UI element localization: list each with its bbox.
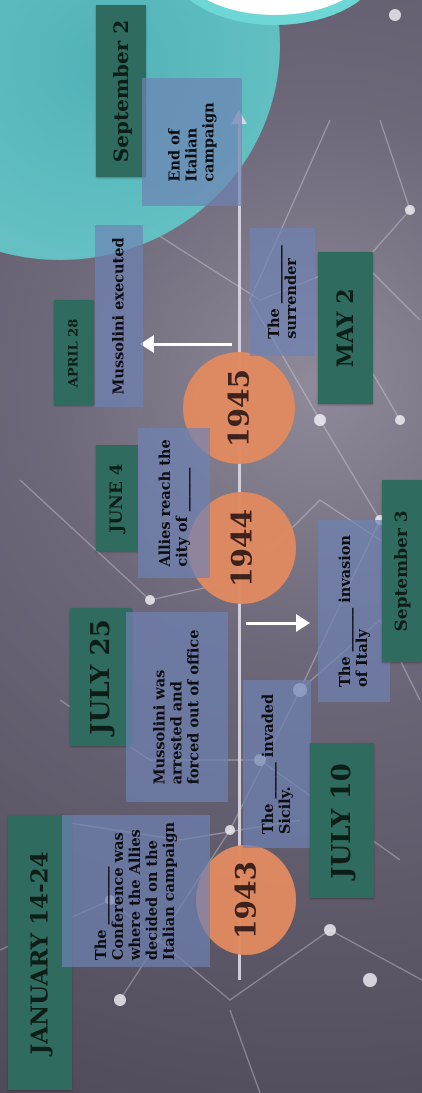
date-june4-label: JUNE 4 — [107, 463, 127, 533]
event-september3-line-1: The ______ invasion — [336, 535, 354, 687]
event-july10-box: The _____ invaded Sicily. — [243, 680, 311, 848]
event-september2-line-2: Italian — [183, 127, 201, 182]
event-april28-line-1: Mussolini executed — [110, 237, 128, 395]
year-1943-label: 1943 — [229, 861, 263, 939]
date-july10-box: JULY 10 — [310, 743, 374, 898]
year-1943-circle: 1943 — [196, 845, 296, 955]
event-september3-line-2: of Italy — [354, 629, 371, 687]
date-september3-label: September 3 — [392, 510, 412, 632]
event-july10-line-2: Sicily. — [277, 786, 294, 835]
event-july25-line-1: Mussolini was — [151, 669, 169, 785]
year-1944-label: 1944 — [225, 509, 259, 587]
date-september2-box: September 2 — [96, 5, 146, 177]
year-1945-label: 1945 — [222, 369, 256, 447]
event-july25-box: Mussolini was arrested and forced out of… — [126, 612, 228, 802]
event-may2-box: The ________ surrender — [250, 228, 315, 356]
event-january-box: The ________ Conference was where the Al… — [62, 815, 210, 967]
event-may2-line-2: surrender — [282, 258, 300, 339]
date-july10-label: JULY 10 — [327, 762, 357, 879]
event-june4-line-2: city of ______ — [174, 467, 191, 567]
event-june4-line-1: Allies reach the — [156, 439, 174, 567]
event-june4-box: Allies reach the city of ______ — [138, 428, 210, 578]
event-january-line-5: Italian campaign — [161, 821, 179, 961]
event-may2-line-1: The ________ — [265, 245, 283, 339]
arrow-to-september3 — [246, 614, 310, 632]
event-september2-line-1: End of — [166, 128, 184, 182]
date-may2-label: MAY 2 — [332, 288, 359, 368]
date-may2-box: MAY 2 — [318, 252, 373, 404]
event-september2-box: End of Italian campaign — [142, 78, 242, 206]
date-september2-label: September 2 — [109, 19, 133, 163]
date-april28-box: APRIL 28 — [54, 300, 94, 405]
event-january-line-4: decided on the — [144, 840, 162, 961]
event-july25-line-3: forced out of office — [185, 629, 203, 785]
date-july25-label: JULY 25 — [86, 619, 116, 735]
event-april28-box: Mussolini executed — [95, 225, 143, 407]
date-september3-box: September 3 — [382, 480, 422, 662]
date-june4-box: JUNE 4 — [96, 445, 138, 551]
event-september3-box: The ______ invasion of Italy — [318, 520, 390, 702]
event-july25-line-2: arrested and — [168, 681, 186, 785]
event-september2-line-3: campaign — [200, 102, 218, 182]
event-july10-line-1: The _____ invaded — [259, 693, 277, 835]
date-july25-box: JULY 25 — [70, 608, 132, 746]
arrow-to-april28 — [140, 335, 232, 353]
date-january-label: JANUARY 14-24 — [26, 850, 54, 1055]
date-january-box: JANUARY 14-24 — [8, 815, 72, 1090]
event-january-line-3: where the Allies — [127, 829, 145, 961]
event-january-line-1: The ________ — [93, 866, 111, 961]
date-april28-label: APRIL 28 — [66, 318, 82, 387]
event-january-line-2: Conference was — [110, 832, 128, 961]
